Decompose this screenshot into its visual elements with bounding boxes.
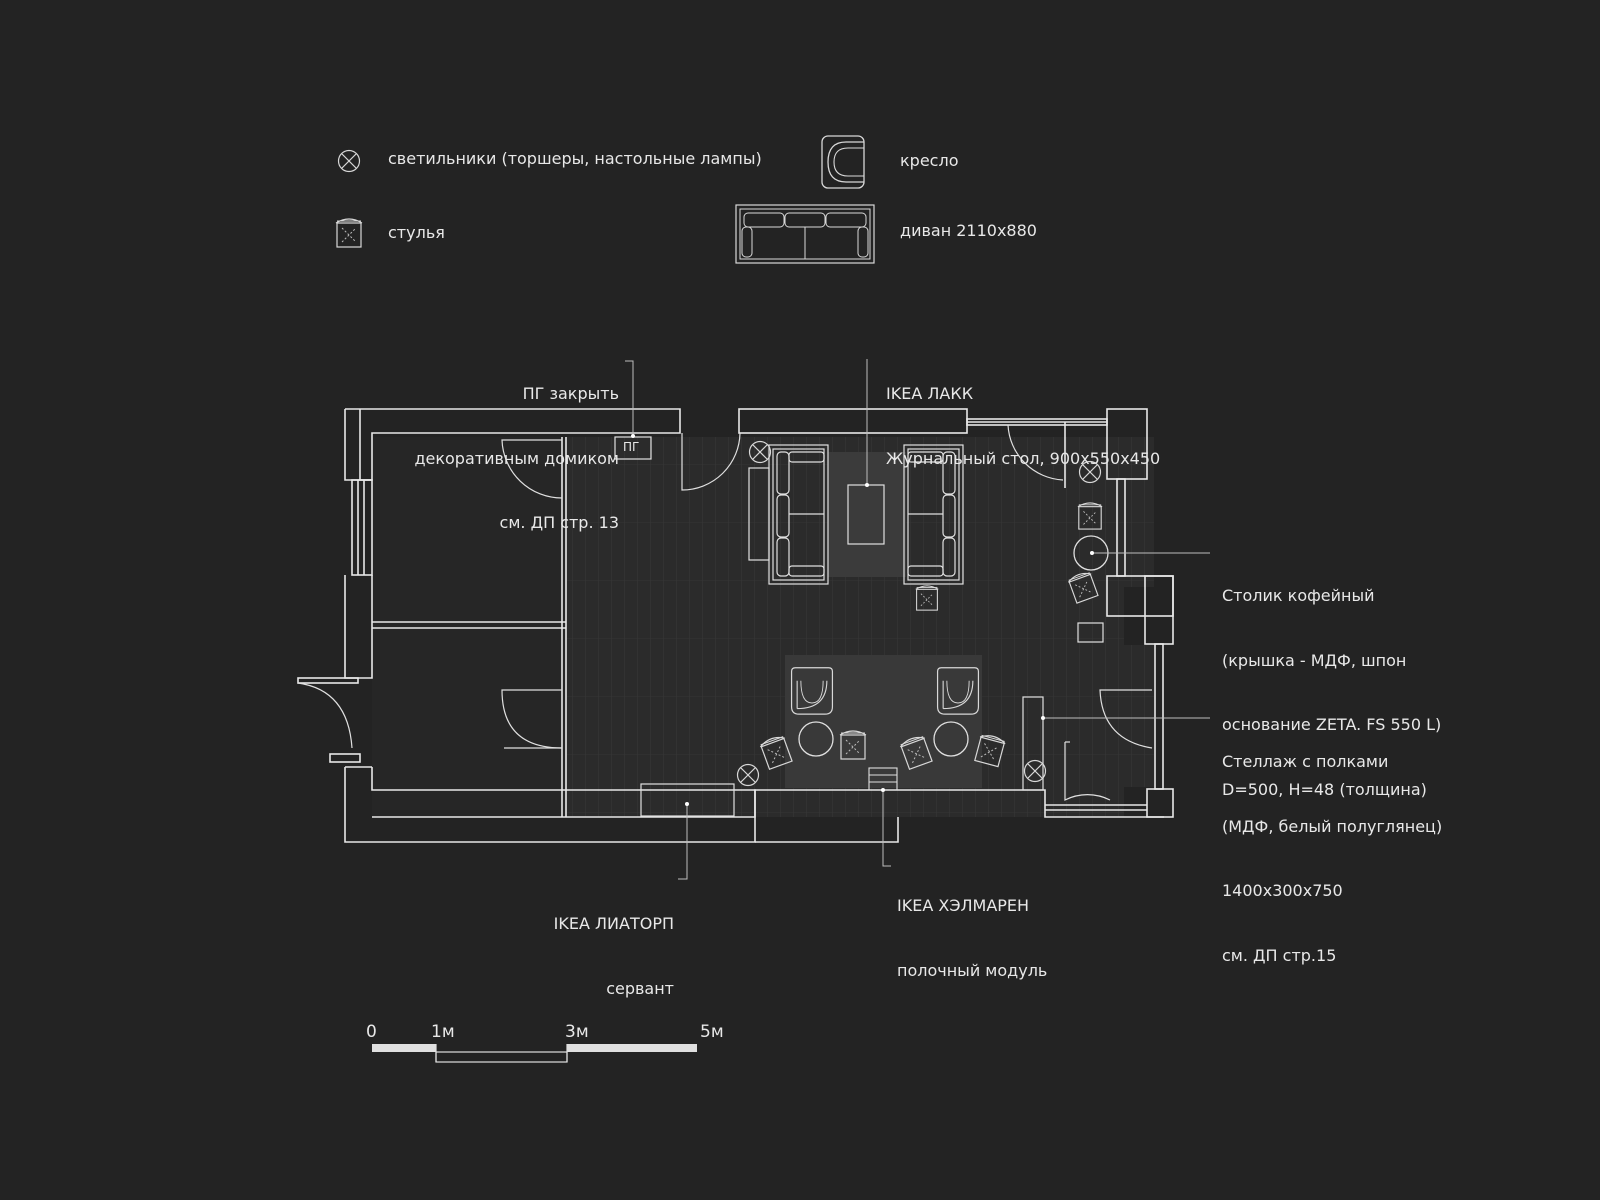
floor-areas	[372, 437, 1154, 817]
shelf-unit	[1022, 696, 1044, 791]
annotation-line: см. ДП стр.15	[1222, 945, 1337, 965]
annotation-line: декоративным домиком	[414, 448, 619, 468]
annotation-line: Столик кофейный	[1222, 586, 1375, 605]
annotation-line: ПГ закрыть	[522, 384, 619, 403]
lamp-icon	[337, 149, 361, 173]
scale-bar	[372, 1044, 697, 1063]
annotation-line: IKEA ЛАКК	[886, 384, 974, 403]
annotation-line: Стеллаж с полками	[1222, 752, 1389, 771]
sofa-icon	[735, 204, 875, 264]
annotation-shelf: Стеллаж с полками (МДФ, белый полуглянец…	[1222, 708, 1442, 988]
annotation-line: D=500, H=48 (толщина)	[1222, 779, 1427, 799]
doors	[297, 424, 1153, 801]
legend-sofa-label: диван 2110x880	[900, 221, 1037, 240]
annotation-line: полочный модуль	[897, 960, 1048, 980]
annotation-line: IKEA ХЭЛМАРЕН	[897, 896, 1030, 915]
annotation-line: Журнальный стол, 900x550x450	[886, 448, 1161, 468]
annotation-pg: ПГ закрыть декоративным домиком см. ДП с…	[414, 340, 619, 555]
pg-tag: ПГ	[623, 440, 640, 454]
round-table	[798, 721, 834, 757]
legend-armchair-label: кресло	[900, 151, 959, 170]
legend-lamps-label: светильники (торшеры, настольные лампы)	[388, 149, 762, 168]
legend-chairs-label: стулья	[388, 223, 445, 242]
scale-label-3m: 3м	[565, 1022, 589, 1042]
scale-label-1m: 1м	[431, 1022, 455, 1042]
annotation-liatorp: IKEA ЛИАТОРП сервант	[554, 870, 674, 1021]
annotation-hjalmaren: IKEA ХЭЛМАРЕН полочный модуль	[897, 852, 1047, 1003]
sofa-right	[903, 444, 964, 585]
scale-label-0: 0	[366, 1022, 377, 1042]
annotation-line: (крышка - МДФ, шпон	[1222, 650, 1407, 670]
side-cabinet	[748, 467, 770, 561]
round-table	[933, 721, 969, 757]
annotation-lack: IKEA ЛАКК Журнальный стол, 900x550x450	[886, 340, 1160, 491]
annotation-line: (МДФ, белый полуглянец)	[1222, 816, 1443, 836]
annotation-line: сервант	[606, 978, 674, 998]
annotation-line: основание ZETA. FS 550 L)	[1222, 715, 1442, 734]
annotation-line: 1400x300x750	[1222, 881, 1343, 900]
walls	[297, 408, 1174, 843]
armchair-icon	[821, 135, 865, 189]
annotation-line: IKEA ЛИАТОРП	[553, 914, 674, 933]
small-block	[1077, 622, 1104, 643]
scale-label-5m: 5м	[700, 1022, 724, 1042]
leader-dots	[631, 434, 1094, 806]
annotation-line: см. ДП стр. 13	[499, 513, 619, 532]
chair-icon	[335, 218, 363, 248]
leader-lines	[625, 359, 1210, 880]
annotation-coffee-table: Столик кофейный (крышка - МДФ, шпон осно…	[1222, 542, 1441, 822]
